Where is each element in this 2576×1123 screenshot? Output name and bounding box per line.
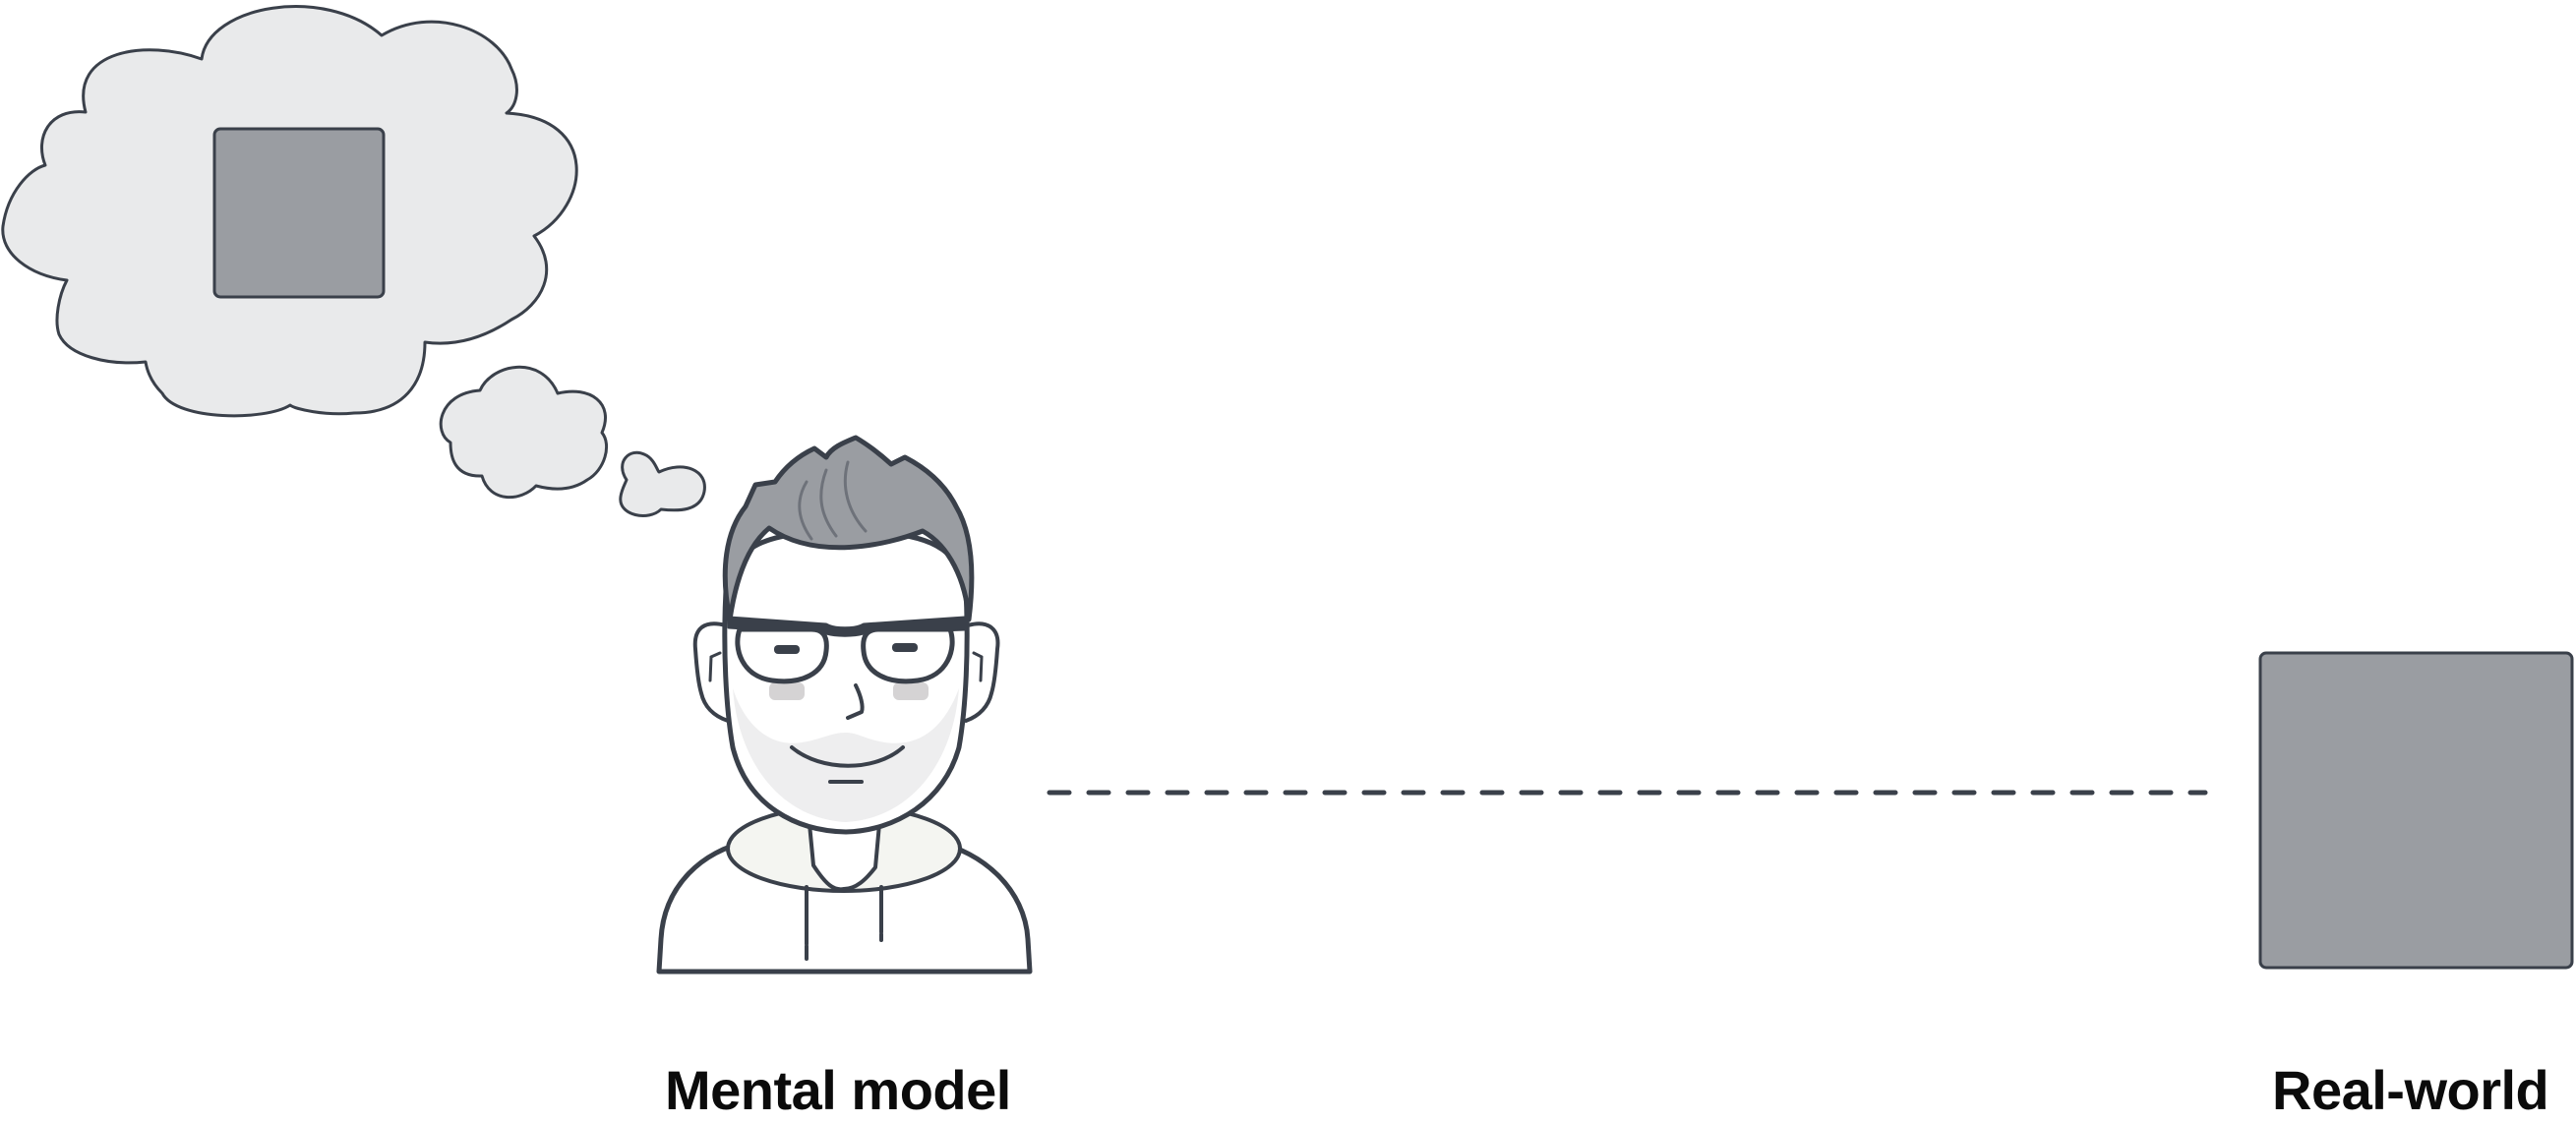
cheek-right [893,682,929,700]
real-world-label: Real-world [2272,1059,2549,1121]
thought-bubble-small [619,450,706,517]
cheek-left [769,682,805,700]
thought-bubble-medium [439,365,608,499]
nose [846,683,865,720]
glasses-lens-left [735,626,829,684]
neck [808,822,881,892]
eye-right [892,643,918,652]
thought-cloud [1,5,578,418]
eye-left [774,645,800,654]
real-world-square [2258,651,2574,970]
mental-model-label: Mental model [665,1059,1011,1121]
hair-strands [798,460,868,541]
glasses-lens-right [861,626,955,684]
ear-left-inner [708,651,722,682]
person-illustration [656,435,1033,975]
mental-model-square [212,127,386,299]
beard [733,688,959,822]
hair [722,435,975,622]
mouth [790,745,905,768]
ear-right-inner [972,651,984,682]
